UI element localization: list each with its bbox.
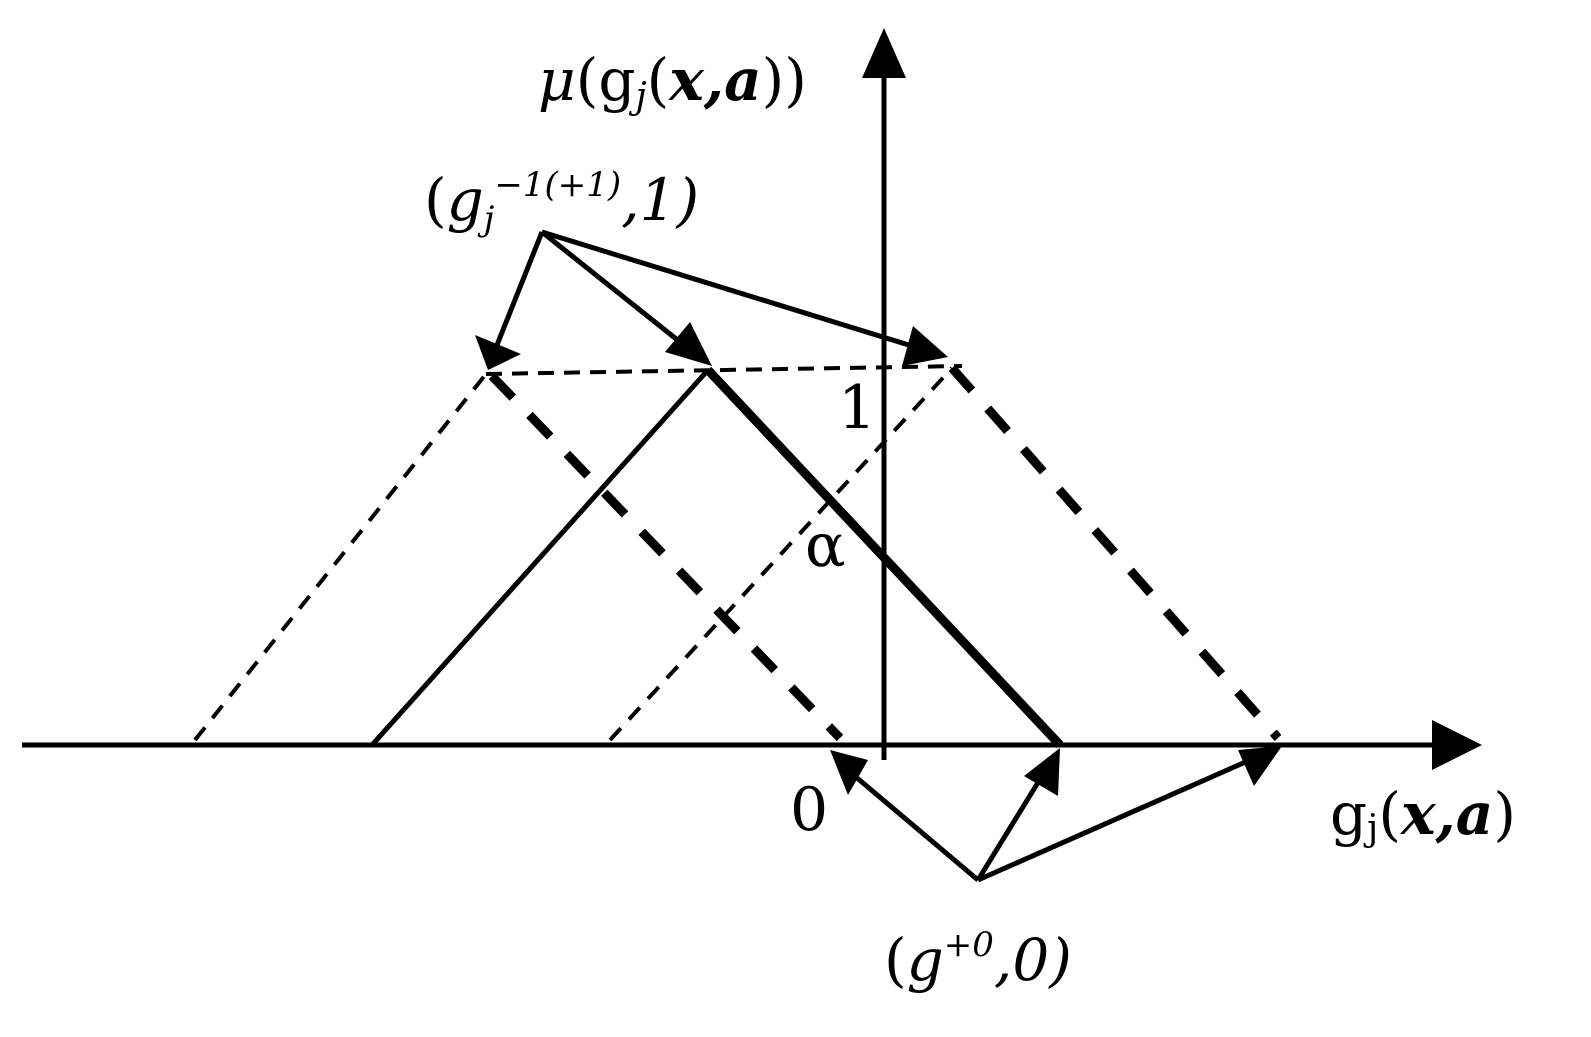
y-label-paren-inner: ( bbox=[647, 46, 670, 114]
x-label-paren: ( bbox=[1378, 780, 1401, 848]
top-label-g: g bbox=[447, 166, 484, 234]
bottom-label-sup: +0 bbox=[944, 925, 994, 965]
level-one-dashed-line bbox=[485, 364, 963, 376]
tick-label-zero: 0 bbox=[790, 775, 828, 845]
y-label-args: x,a bbox=[667, 46, 761, 114]
x-axis-label: gj(x,a) bbox=[1330, 780, 1516, 849]
right-triangle-falling-edge bbox=[948, 365, 1282, 741]
x-label-args: x,a bbox=[1399, 780, 1493, 848]
y-axis-arrow bbox=[862, 28, 906, 78]
top-arrow-to-right-peak-head bbox=[902, 326, 948, 366]
top-label-sup: −1(+1) bbox=[494, 165, 621, 205]
right-triangle-rising-edge bbox=[608, 366, 954, 742]
center-triangle-rising-edge bbox=[370, 368, 710, 747]
bottom-arrow-to-center-base-head bbox=[1024, 748, 1060, 796]
bottom-arrow-to-center-base bbox=[975, 774, 1045, 882]
center-triangle-falling-edge bbox=[704, 366, 1064, 749]
top-arrow-to-left-peak bbox=[494, 231, 545, 346]
x-axis-arrow bbox=[1432, 720, 1482, 770]
top-arrow-to-right-peak bbox=[541, 229, 913, 349]
bottom-arrow-to-left-base-head bbox=[830, 750, 868, 795]
bottom-label-g: g bbox=[907, 926, 944, 994]
top-arrow-to-center-peak-head bbox=[665, 322, 712, 366]
y-label-g: g bbox=[598, 46, 635, 114]
bottom-point-label: (g+0,0) bbox=[884, 925, 1072, 994]
top-label-rest: ,1) bbox=[621, 166, 699, 234]
y-label-paren-open: ( bbox=[576, 46, 599, 114]
left-triangle-rising-edge bbox=[193, 372, 488, 742]
tick-label-one: 1 bbox=[838, 373, 876, 443]
y-label-close: )) bbox=[762, 46, 807, 114]
top-label-open: ( bbox=[424, 166, 447, 234]
bottom-arrow-to-right-base bbox=[976, 757, 1252, 883]
y-label-mu: μ bbox=[538, 46, 576, 114]
bottom-arrow-to-right-base-head bbox=[1238, 746, 1282, 786]
left-triangle-falling-edge bbox=[488, 372, 844, 742]
tick-label-alpha: α bbox=[805, 511, 846, 581]
bottom-arrow-to-left-base bbox=[848, 770, 980, 882]
y-axis-label: μ(gj(x,a)) bbox=[538, 46, 807, 117]
bottom-label-open: ( bbox=[884, 926, 907, 994]
x-label-sub-j: j bbox=[1363, 808, 1378, 849]
top-arrow-to-center-peak bbox=[540, 230, 682, 344]
bottom-label-rest: ,0) bbox=[994, 926, 1072, 994]
x-label-close: ) bbox=[1493, 780, 1516, 848]
x-label-g: g bbox=[1330, 780, 1367, 848]
top-point-label: (gj−1(+1),1) bbox=[424, 165, 699, 239]
top-arrow-to-left-peak-head bbox=[475, 335, 521, 370]
